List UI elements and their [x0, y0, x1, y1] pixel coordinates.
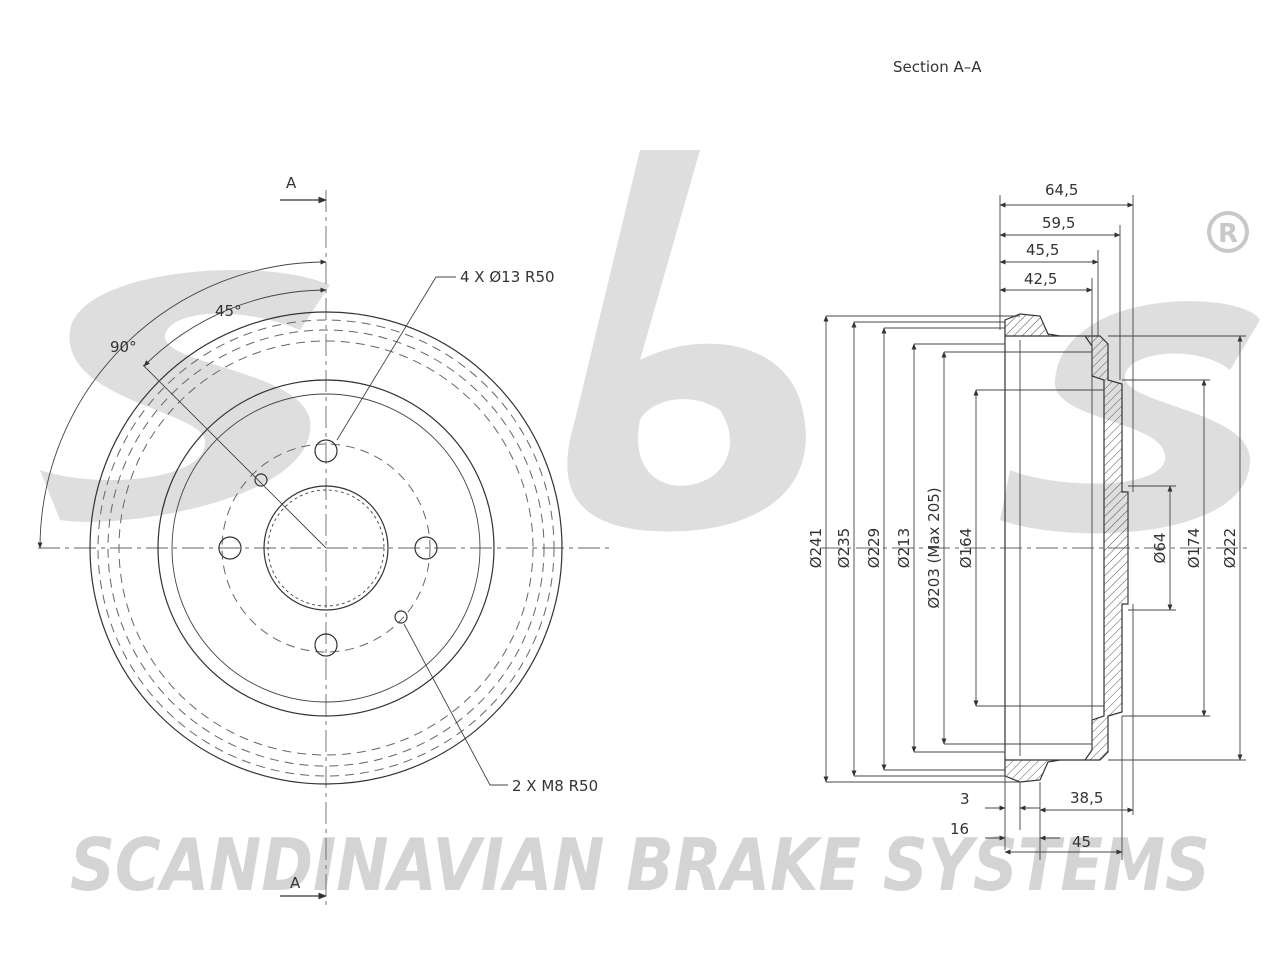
diameter-dimensions: Ø241 Ø235 Ø229 Ø213 Ø203 (Max 205) Ø164 …	[807, 315, 1246, 783]
company-name-watermark: SCANDINAVIAN BRAKE SYSTEMS	[70, 823, 1210, 907]
bolt-hole-right	[414, 536, 438, 560]
dim-d241: Ø241	[807, 528, 825, 568]
section-mark-bottom: A	[290, 874, 301, 892]
drum-section-profile	[1004, 313, 1129, 783]
angle-label-45: 45°	[215, 302, 242, 320]
bolt-hole-callout: 4 X Ø13 R50	[460, 268, 555, 286]
dim-38-5: 38,5	[1070, 789, 1103, 807]
section-title: Section A–A	[893, 58, 982, 76]
bottom-dimensions: 3 16 38,5 45	[950, 604, 1134, 860]
dim-d222: Ø222	[1221, 528, 1239, 568]
bolt-circle-r50	[221, 443, 431, 653]
dim-d164: Ø164	[957, 528, 975, 568]
width-dimensions: 64,5 59,5 45,5 42,5	[999, 181, 1134, 492]
dim-3: 3	[960, 790, 970, 808]
threaded-hole-lower	[394, 610, 408, 624]
angle-arc-90	[37, 259, 327, 549]
section-mark-top: A	[286, 174, 297, 192]
dim-16: 16	[950, 820, 969, 838]
dim-42-5: 42,5	[1024, 270, 1057, 288]
dim-64-5: 64,5	[1045, 181, 1078, 199]
sbs-watermark-logo	[40, 150, 1260, 534]
dim-d235: Ø235	[835, 528, 853, 568]
threaded-hole-callout: 2 X M8 R50	[512, 777, 598, 795]
dim-d203-max-205: Ø203 (Max 205)	[925, 487, 943, 608]
dim-d213: Ø213	[895, 528, 913, 568]
front-view: A A 90° 45° 4 X Ø13 R50 2 X	[37, 174, 610, 905]
angle-label-90: 90°	[110, 338, 137, 356]
bolt-hole-leader	[336, 276, 456, 441]
angle-arc-45	[143, 287, 327, 367]
dim-59-5: 59,5	[1042, 214, 1075, 232]
dim-45: 45	[1072, 833, 1091, 851]
threaded-hole-leader	[403, 623, 508, 786]
registered-mark-letter: R	[1218, 219, 1238, 249]
dim-45-5: 45,5	[1026, 241, 1059, 259]
section-view: Section A–A 64,5 59,5 45,5 42,5	[807, 58, 1250, 860]
dim-d64: Ø64	[1151, 533, 1169, 564]
dim-d229: Ø229	[865, 528, 883, 568]
bolt-hole-bottom	[314, 633, 338, 657]
dim-d174: Ø174	[1185, 528, 1203, 568]
registered-mark: R	[1207, 211, 1249, 253]
